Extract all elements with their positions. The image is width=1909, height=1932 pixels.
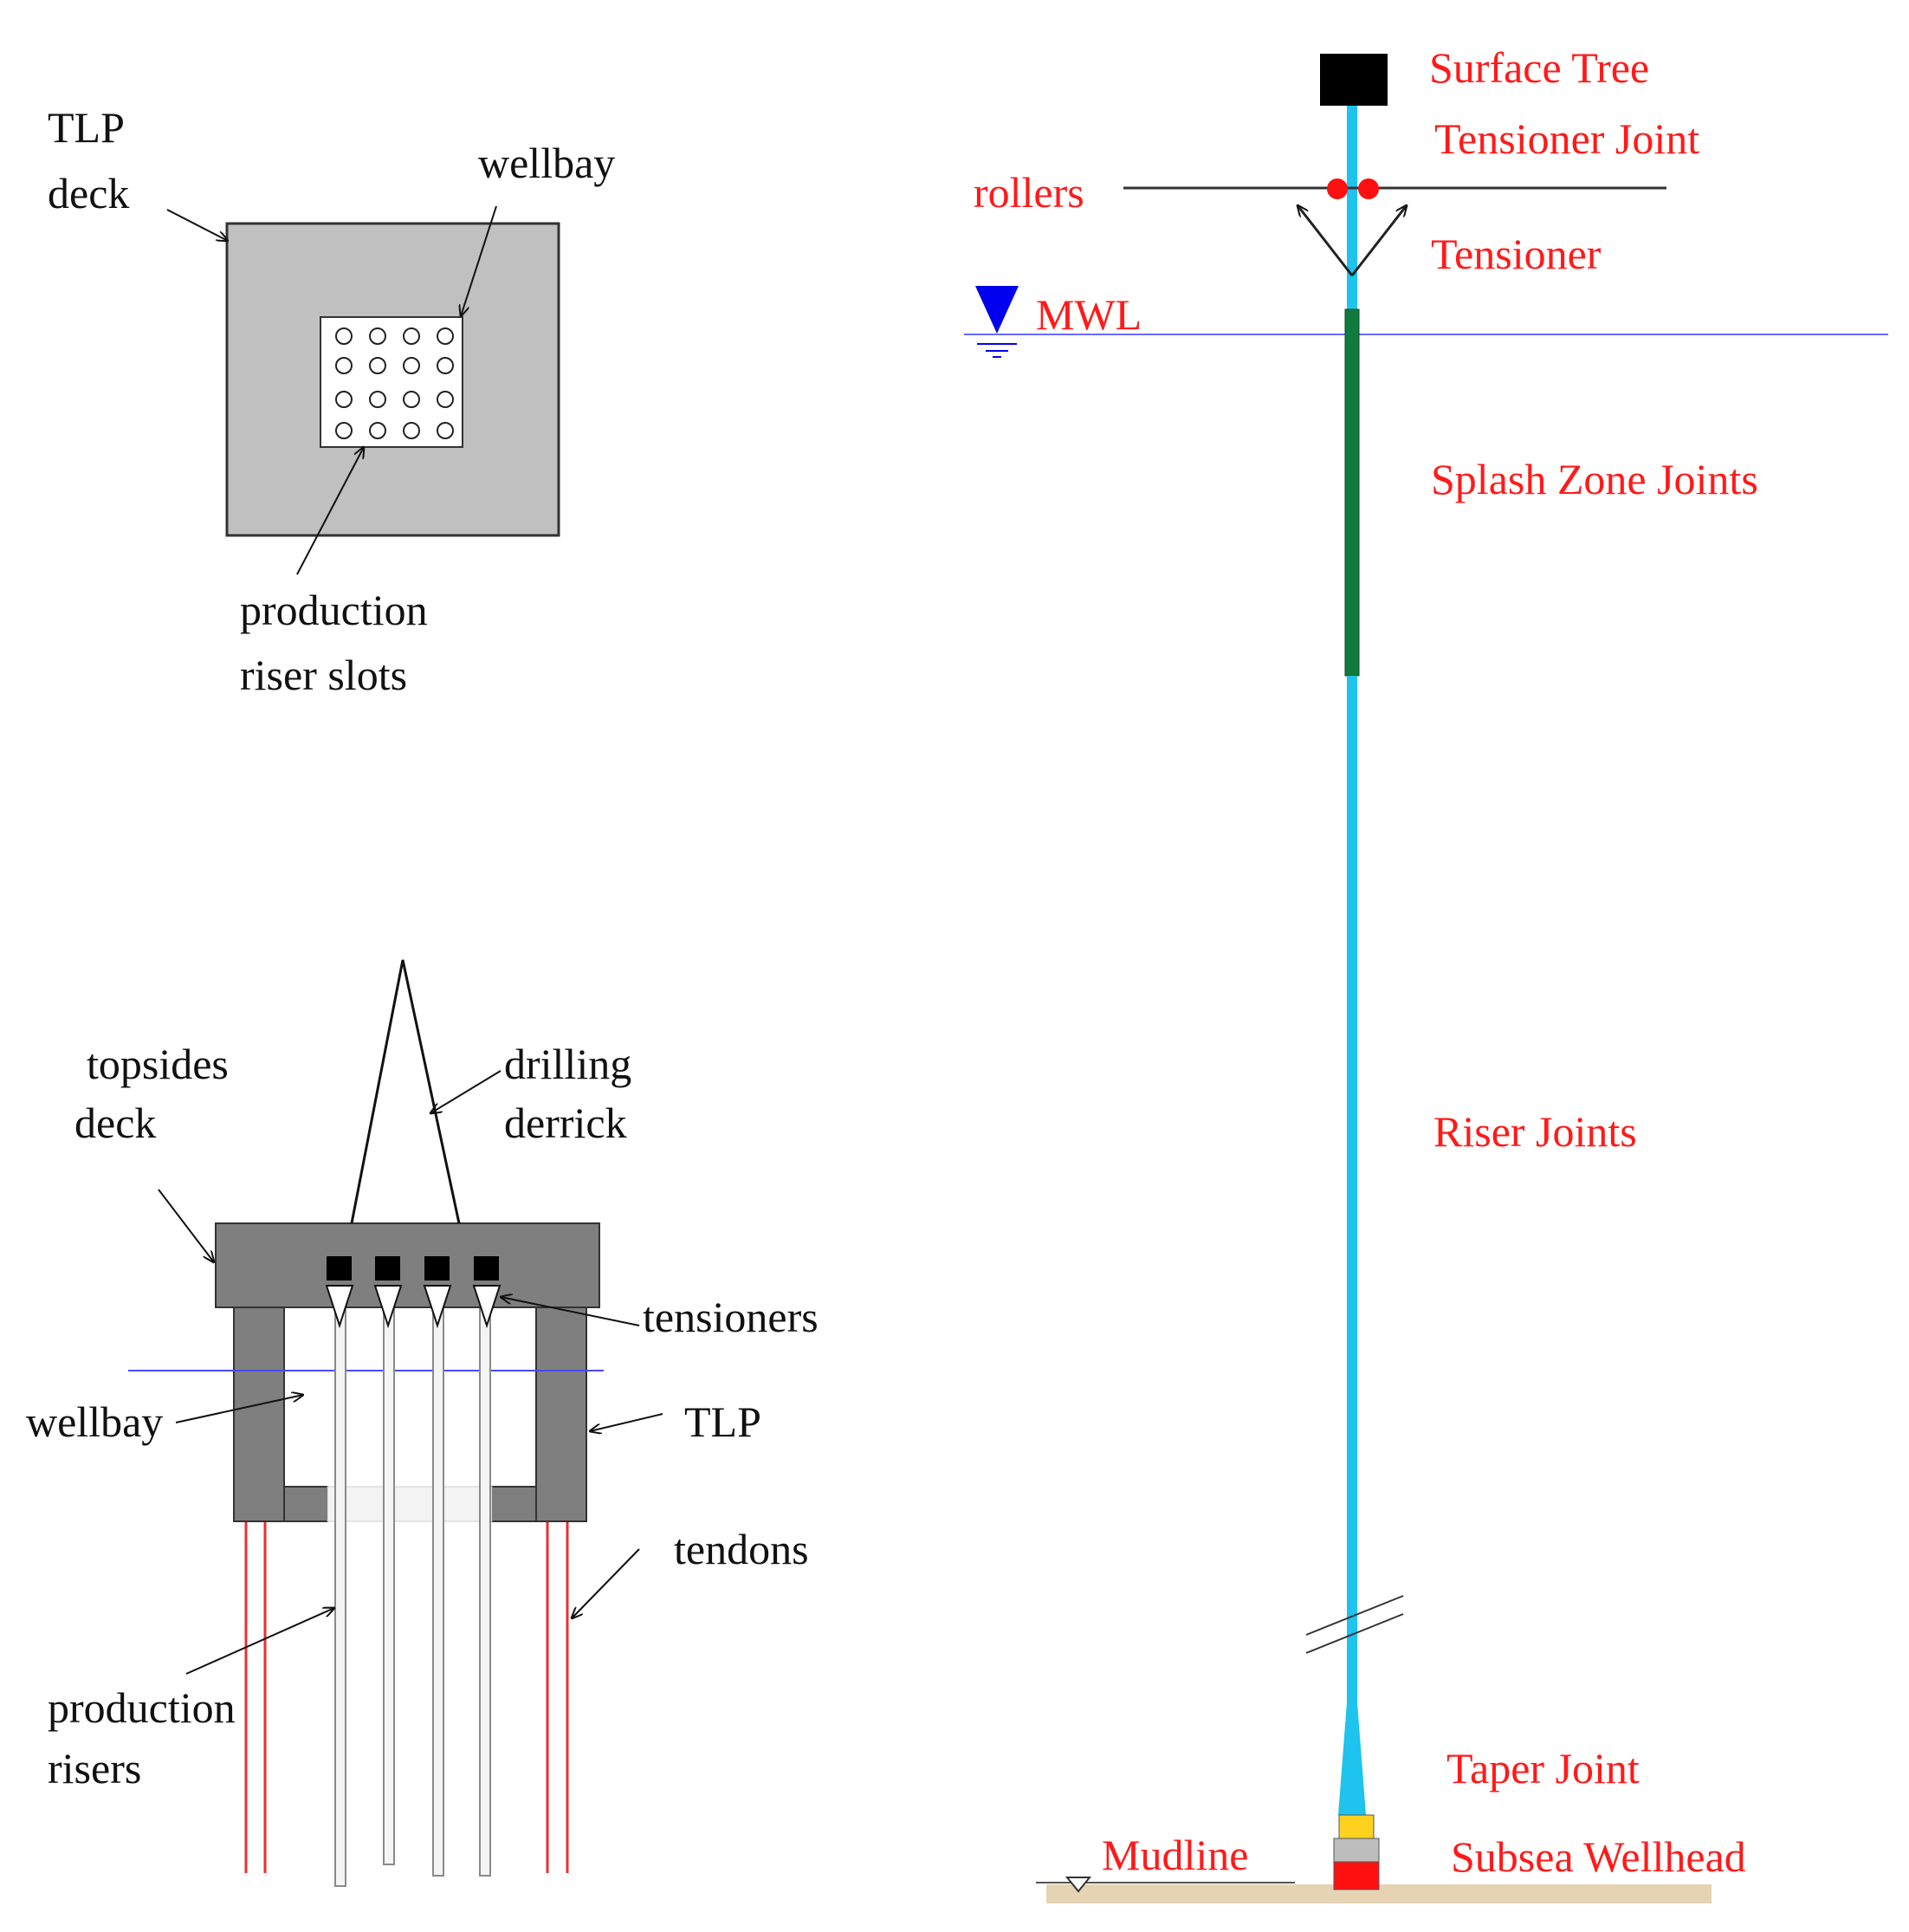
mwl-ground-ticks — [977, 343, 1017, 358]
roller-left — [1327, 178, 1348, 199]
plan-wellbay-arrow — [461, 205, 497, 316]
riser-slot-1-2 — [403, 357, 420, 374]
riser-slot-grid — [335, 327, 454, 439]
elevation-wellbay-arrow — [175, 1395, 303, 1423]
riser-slot-1-0 — [335, 357, 353, 374]
tensioner-arrow-left — [1297, 205, 1354, 276]
splash-zone-label: Splash Zone Joints — [1431, 455, 1758, 503]
riser-slot-0-1 — [369, 327, 386, 345]
derrick-label-line2: derrick — [504, 1099, 627, 1147]
riser-slot-2-1 — [369, 391, 386, 408]
riser-slot-2-2 — [403, 391, 420, 408]
riser-slot-0-3 — [437, 327, 454, 345]
riser-slot-0-0 — [335, 327, 353, 345]
riser-slot-1-1 — [369, 357, 386, 374]
roller-right — [1358, 178, 1379, 199]
risers-label-line1: production — [48, 1683, 236, 1732]
tensioner-joint — [1347, 106, 1357, 309]
tensioners-label: tensioners — [643, 1293, 819, 1341]
plan-deck-arrow — [166, 209, 228, 241]
mwl-label: MWL — [1036, 290, 1142, 339]
tlp-hull-right-column — [535, 1306, 587, 1522]
mwl-marker — [975, 286, 1019, 334]
production-risers — [334, 1299, 491, 1887]
topsides-arrow — [158, 1189, 214, 1262]
elevation-tlp-label: TLP — [684, 1397, 761, 1446]
plan-deck-label: deck — [48, 169, 129, 217]
splash-zone-joints — [1344, 308, 1360, 677]
tensioner-joint-label: Tensioner Joint — [1434, 114, 1699, 163]
tendons-label: tendons — [674, 1525, 809, 1573]
tensioner-units — [325, 1256, 502, 1329]
derrick-label-line1: drilling — [504, 1040, 631, 1088]
elevation-wellbay-label: wellbay — [26, 1397, 163, 1446]
topsides-deck — [215, 1222, 600, 1308]
topsides-label-line2: deck — [74, 1099, 156, 1147]
drilling-derrick — [350, 959, 461, 1224]
tlp-pontoon-right — [491, 1486, 537, 1522]
tensioners-arrow — [501, 1297, 640, 1326]
riser-slot-2-0 — [335, 391, 353, 408]
mudline-label: Mudline — [1102, 1831, 1248, 1879]
plan-view: TLP deck wellbay production riser slots — [48, 103, 615, 699]
mudline-marker — [1065, 1877, 1092, 1893]
taper-joint-label: Taper Joint — [1446, 1744, 1640, 1793]
plan-slots-label-line1: production — [240, 586, 428, 634]
wellhead-yellow — [1338, 1814, 1375, 1839]
riser-slot-3-3 — [437, 422, 454, 439]
elevation-view: topsides deck drilling derrick tensioner… — [26, 959, 819, 1887]
seabed — [1046, 1884, 1712, 1903]
riser-joints-label: Riser Joints — [1433, 1107, 1637, 1156]
taper-joint — [1338, 1702, 1366, 1815]
pontoon-riser-gap — [327, 1486, 493, 1522]
risers-arrow — [185, 1608, 334, 1675]
rollers-label: rollers — [974, 168, 1084, 217]
riser-stack: Surface Tree Tensioner Joint rollers Ten… — [964, 43, 1888, 1903]
subsea-wellhead-label: Subsea Wellhead — [1451, 1832, 1746, 1881]
plan-slots-arrow — [296, 447, 364, 575]
surface-tree-label: Surface Tree — [1429, 43, 1649, 92]
plan-tlp-label: TLP — [48, 103, 125, 152]
riser-slot-0-2 — [403, 327, 420, 345]
plan-wellbay-label: wellbay — [478, 139, 615, 187]
tendons-arrow — [572, 1548, 640, 1618]
wellhead-gray — [1333, 1838, 1380, 1863]
riser-slot-3-2 — [403, 422, 420, 439]
topsides-label-line1: topsides — [87, 1040, 229, 1088]
tensioner-label: Tensioner — [1431, 230, 1602, 278]
riser-joints — [1347, 676, 1357, 1702]
riser-slot-1-3 — [437, 357, 454, 374]
wellhead-red — [1333, 1861, 1380, 1890]
riser-slot-3-1 — [369, 422, 386, 439]
riser-slot-2-3 — [437, 391, 454, 408]
riser-slot-3-0 — [335, 422, 353, 439]
tlp-pontoon-left — [283, 1486, 328, 1522]
plan-slots-label-line2: riser slots — [240, 651, 407, 699]
surface-tree — [1320, 54, 1388, 106]
tlp-hull-left-column — [233, 1306, 285, 1522]
elevation-tlp-arrow — [590, 1413, 663, 1431]
break-marks — [1305, 1595, 1404, 1654]
tendons — [244, 1521, 569, 1873]
derrick-arrow — [430, 1070, 502, 1113]
risers-label-line2: risers — [48, 1744, 141, 1793]
tensioner-arrow-right — [1350, 205, 1407, 276]
